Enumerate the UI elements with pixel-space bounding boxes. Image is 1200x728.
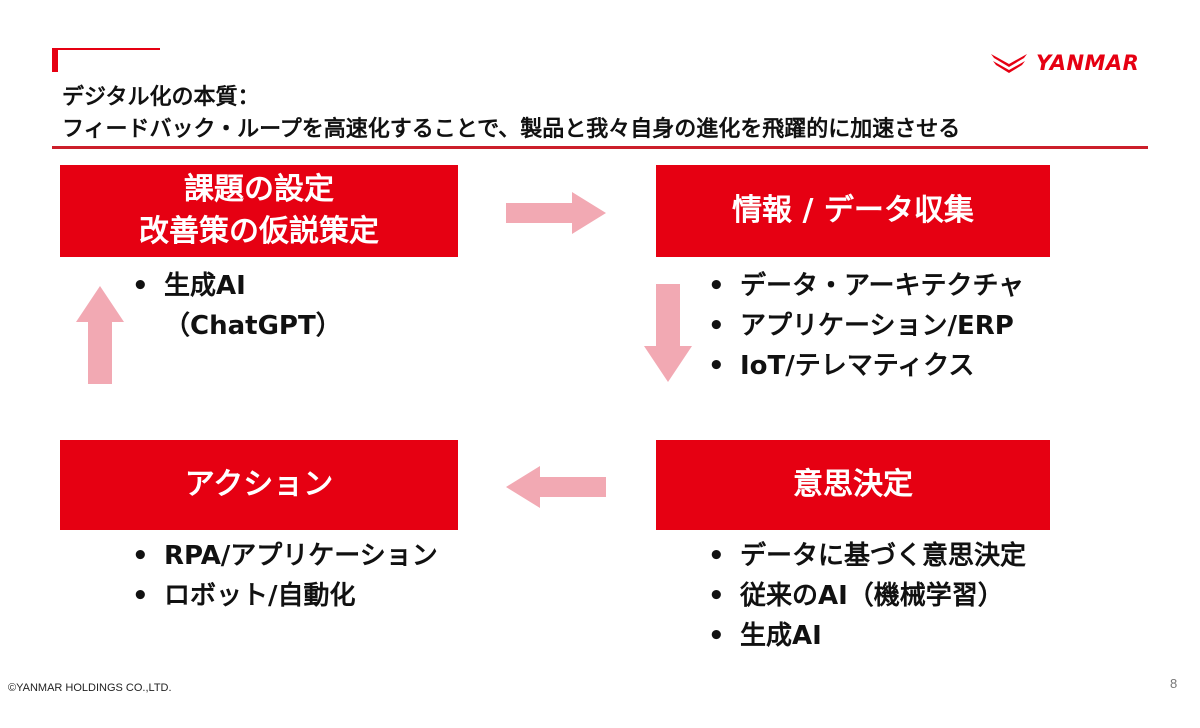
header-divider — [52, 146, 1148, 149]
list-item: •データ・アーキテクチャ — [708, 271, 1025, 301]
list-item: •アプリケーション/ERP — [708, 311, 1014, 341]
data-collection-box: 情報 / データ収集 — [656, 165, 1050, 257]
action-tools-list: •RPA/アプリケーション •ロボット/自動化 — [130, 536, 438, 616]
arrow-right-icon — [506, 192, 606, 234]
list-item: •ロボット/自動化 — [132, 581, 356, 611]
hypothesis-title: 改善策の仮説策定 — [139, 214, 379, 249]
issue-setting-box: 課題の設定 改善策の仮説策定 — [60, 165, 458, 257]
issue-setting-title: 課題の設定 — [184, 172, 334, 207]
data-collection-title: 情報 / データ収集 — [732, 193, 974, 228]
copyright-notice: ©YANMAR HOLDINGS CO.,LTD. — [8, 682, 172, 694]
decision-title: 意思決定 — [793, 467, 913, 502]
list-item: •データに基づく意思決定 — [708, 541, 1027, 571]
arrow-up-icon — [76, 286, 124, 384]
decision-box: 意思決定 — [656, 440, 1050, 530]
list-item: •RPA/アプリケーション — [132, 541, 438, 571]
corner-accent — [52, 48, 160, 72]
yanmar-wings-icon — [991, 54, 1027, 73]
arrow-left-icon — [506, 466, 606, 508]
decision-tools-list: •データに基づく意思決定 •従来のAI（機械学習） •生成AI — [706, 536, 1026, 656]
list-item: •生成AI — [132, 271, 246, 301]
action-box: アクション — [60, 440, 458, 530]
logo-text: YANMAR — [1036, 50, 1140, 75]
slide-subtitle: フィードバック・ループを高速化することで、製品と我々自身の進化を飛躍的に加速させ… — [62, 117, 961, 142]
list-item: •生成AI — [708, 621, 822, 651]
page-number: 8 — [1170, 676, 1178, 691]
action-title: アクション — [184, 467, 334, 502]
list-item: •従来のAI（機械学習） — [708, 581, 1004, 611]
data-tools-list: •データ・アーキテクチャ •アプリケーション/ERP •IoT/テレマティクス — [706, 266, 1024, 386]
issue-tools-list: •生成AI （ChatGPT） — [130, 266, 342, 346]
yanmar-logo: YANMAR — [990, 48, 1139, 78]
slide-title: デジタル化の本質： — [62, 85, 260, 110]
slide-header: デジタル化の本質： フィードバック・ループを高速化することで、製品と我々自身の進… — [62, 82, 1122, 146]
list-item-sub: （ChatGPT） — [164, 311, 342, 341]
list-item: •IoT/テレマティクス — [708, 351, 975, 381]
arrow-down-icon — [644, 284, 692, 382]
